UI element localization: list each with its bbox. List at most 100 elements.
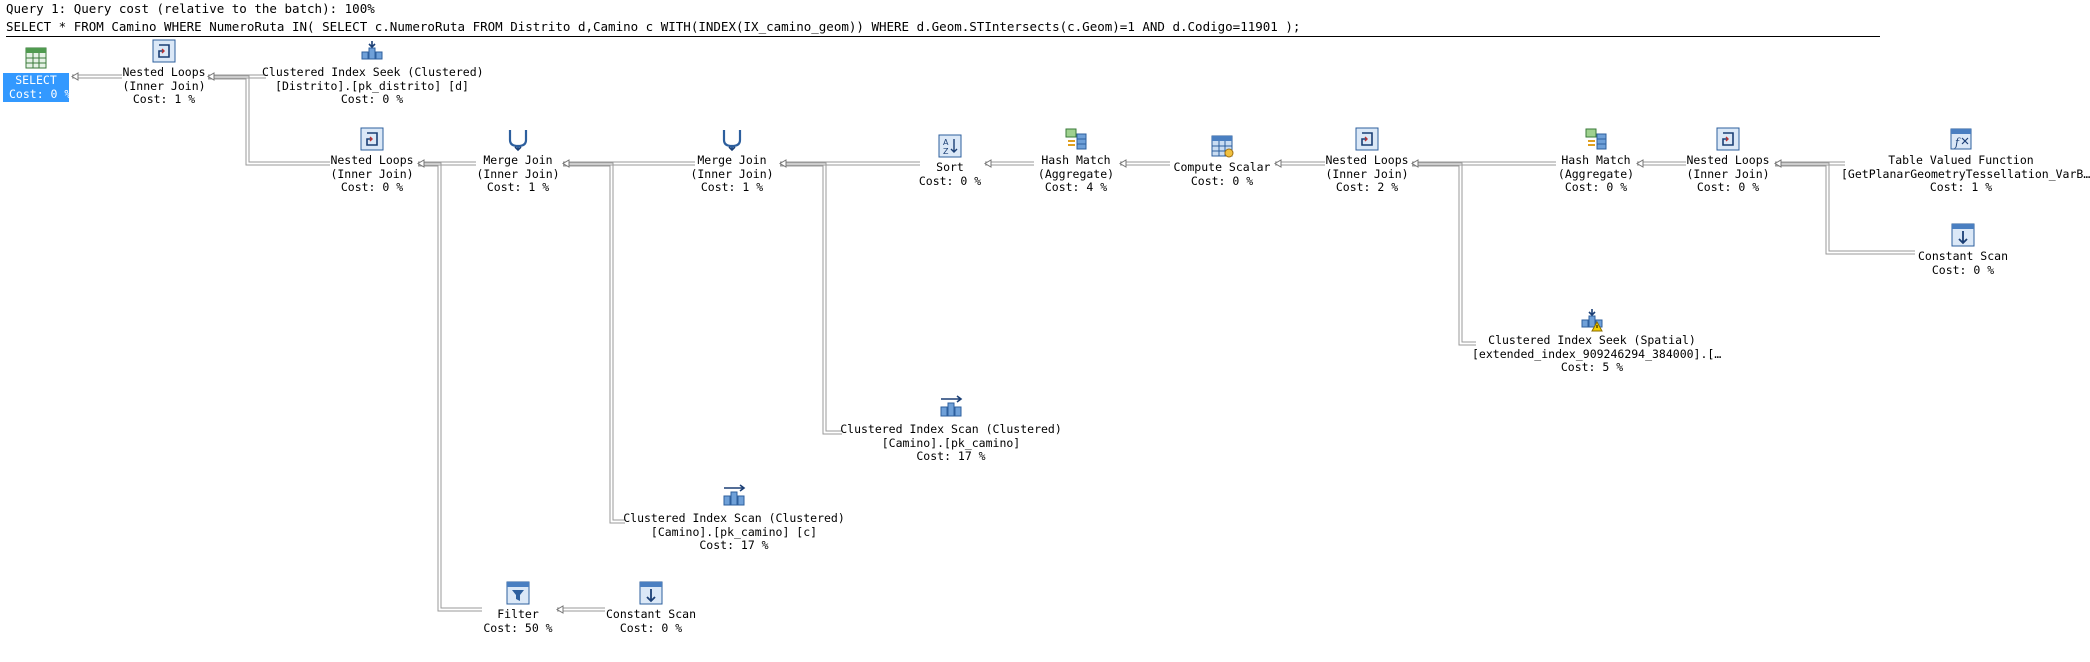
node-cost: Cost: 1 % [486, 180, 550, 194]
merge-join-icon [508, 130, 528, 152]
node-cost: Cost: 17 % [916, 449, 986, 463]
query-cost-text: Query 1: Query cost (relative to the bat… [6, 1, 375, 16]
node-label: Nested Loops(Inner Join)Cost: 0 % [1682, 153, 1774, 195]
nested-loops-icon [1355, 127, 1379, 151]
plan-node-merge-join[interactable]: Merge Join(Inner Join)Cost: 1 % [472, 126, 564, 195]
node-cost: Cost: 5 % [1560, 360, 1624, 374]
node-label-line: [GetPlanarGeometryTessellation_VarB… [1841, 166, 2090, 181]
hash-match-icon [1065, 128, 1087, 150]
nested-loops-icon [360, 127, 384, 151]
node-cost: Cost: 17 % [699, 538, 769, 552]
plan-node-clustered-index-seek[interactable]: Clustered Index Seek (Clustered)[Distrit… [262, 38, 484, 107]
connector [418, 162, 482, 609]
table-valued-function-icon: f [1950, 128, 1972, 150]
header-divider [6, 36, 1880, 37]
constant-scan-icon [639, 581, 663, 605]
svg-text:Z: Z [943, 147, 949, 156]
node-label-line: Nested Loops [1325, 153, 1409, 167]
node-cost: Cost: 1 % [132, 92, 196, 106]
node-label-line: (Aggregate) [1557, 166, 1635, 181]
node-label: Merge Join(Inner Join)Cost: 1 % [472, 153, 564, 195]
constant-scan-icon [1951, 223, 1975, 247]
node-label-line: (Inner Join) [330, 166, 414, 181]
node-label: Nested Loops(Inner Join)Cost: 1 % [118, 65, 210, 107]
plan-node-merge-join[interactable]: Merge Join(Inner Join)Cost: 1 % [686, 126, 778, 195]
connector [1775, 162, 1915, 252]
clustered-index-seek-spatial-icon [1581, 309, 1603, 332]
node-label-line: [Distrito].[pk_distrito] [d] [275, 78, 469, 93]
node-cost: Cost: 0 % [1190, 173, 1254, 188]
connector [208, 75, 330, 163]
node-label-line: [extended_index_909246294_384000].[… [1472, 346, 1722, 361]
query-header: Query 1: Query cost (relative to the bat… [6, 0, 1886, 37]
merge-join-icon [722, 130, 742, 152]
node-label: Clustered Index Scan (Clustered)[Camino]… [621, 511, 847, 553]
node-cost: Cost: 0 % [1564, 180, 1628, 194]
clustered-index-seek-icon [361, 41, 383, 60]
node-label: Clustered Index Seek (Clustered)[Distrit… [262, 65, 484, 107]
node-cost: Cost: 0 % [1696, 180, 1760, 194]
node-label-line: SELECT [15, 73, 57, 87]
plan-node-clustered-index-scan[interactable]: Clustered Index Scan (Clustered)[Camino]… [621, 484, 847, 553]
node-label: Nested Loops(Inner Join)Cost: 2 % [1321, 153, 1413, 195]
plan-node-hash-match[interactable]: Hash Match(Aggregate)Cost: 4 % [1030, 126, 1122, 195]
connector [563, 162, 625, 521]
node-label-line: Hash Match [1041, 153, 1111, 167]
node-label-line: Constant Scan [605, 607, 696, 621]
node-label: Table Valued Function[GetPlanarGeometryT… [1841, 153, 2090, 195]
connector [1412, 162, 1476, 343]
node-label: Hash Match(Aggregate)Cost: 0 % [1552, 153, 1640, 195]
plan-node-nested-loops[interactable]: Nested Loops(Inner Join)Cost: 2 % [1321, 126, 1413, 195]
plan-node-clustered-index-seek-spatial[interactable]: Clustered Index Seek (Spatial)[extended_… [1472, 306, 1722, 375]
node-label-line: Nested Loops [330, 153, 414, 167]
plan-node-clustered-index-scan[interactable]: Clustered Index Scan (Clustered)[Camino]… [838, 395, 1064, 464]
node-label-line: Merge Join [483, 153, 553, 167]
select-result-icon [25, 47, 47, 69]
node-label-line: Sort [936, 160, 964, 174]
plan-node-nested-loops[interactable]: Nested Loops(Inner Join)Cost: 0 % [1682, 126, 1774, 195]
plan-node-nested-loops[interactable]: Nested Loops(Inner Join)Cost: 0 % [326, 126, 418, 195]
node-cost: Cost: 0 % [619, 620, 683, 635]
sql-text[interactable]: SELECT * FROM Camino WHERE NumeroRuta IN… [6, 19, 1301, 34]
plan-node-nested-loops[interactable]: Nested Loops(Inner Join)Cost: 1 % [118, 38, 210, 107]
sort-icon: A Z [938, 134, 962, 158]
node-cost: Cost: 0 % [1931, 262, 1995, 277]
node-label-line: Clustered Index Scan (Clustered) [623, 511, 845, 525]
node-label-line: Clustered Index Seek (Spatial) [1488, 333, 1696, 347]
node-cost: Cost: 0 % [340, 180, 404, 194]
node-label-line: Merge Join [697, 153, 767, 167]
node-label-line: [Camino].[pk_camino] [c] [650, 524, 818, 539]
node-label: Hash Match(Aggregate)Cost: 4 % [1030, 153, 1122, 195]
node-label-line: [Camino].[pk_camino] [881, 435, 1021, 450]
plan-node-hash-match[interactable]: Hash Match(Aggregate)Cost: 0 % [1552, 126, 1640, 195]
node-label-line: Compute Scalar [1173, 160, 1271, 174]
plan-node-table-valued-function[interactable]: f Table Valued Function[GetPlanarGeometr… [1841, 126, 2090, 195]
node-label-line: (Inner Join) [1325, 166, 1409, 181]
node-label-line: Clustered Index Scan (Clustered) [840, 422, 1062, 436]
node-cost: Cost: 0 % [918, 173, 982, 188]
node-label: Merge Join(Inner Join)Cost: 1 % [686, 153, 778, 195]
node-label-line: Constant Scan [1917, 249, 2008, 263]
node-cost: Cost: 1 % [700, 180, 764, 194]
nested-loops-icon [152, 39, 176, 63]
nested-loops-icon [1716, 127, 1740, 151]
connector [780, 162, 842, 432]
hash-match-icon [1585, 128, 1607, 150]
node-cost: Cost: 50 % [483, 620, 553, 635]
node-label: Nested Loops(Inner Join)Cost: 0 % [326, 153, 418, 195]
node-label-line: Table Valued Function [1888, 153, 2034, 167]
node-label-line: Filter [497, 607, 539, 621]
node-cost: Cost: 1 % [1929, 180, 1993, 194]
node-cost: Cost: 0 % [9, 86, 72, 101]
